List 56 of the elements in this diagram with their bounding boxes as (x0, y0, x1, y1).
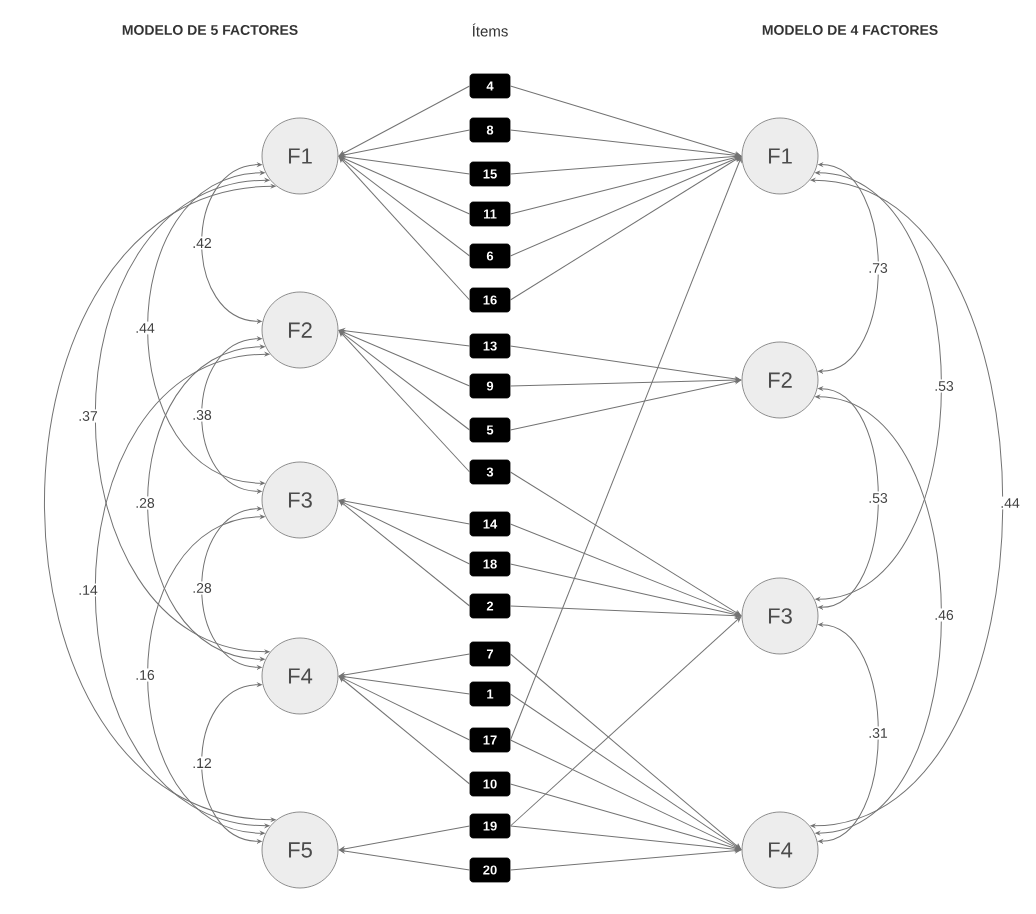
arrow (339, 498, 471, 525)
arrow (338, 500, 471, 607)
arrow (338, 156, 471, 301)
arrow (509, 156, 742, 301)
arrow (339, 129, 471, 158)
arrow (509, 693, 742, 850)
arrow (509, 155, 741, 215)
correlation-arc (147, 345, 265, 661)
arrow (339, 653, 471, 678)
arrow (339, 156, 471, 215)
correlation-arc (43, 184, 276, 822)
correlation-arc (147, 515, 265, 835)
arrow (339, 500, 471, 565)
correlation-arc (201, 336, 262, 494)
correlation-arc (810, 178, 1004, 828)
arrow (509, 85, 741, 157)
arrow (339, 154, 471, 175)
correlation-arc (815, 395, 942, 835)
arrow (339, 848, 471, 871)
arrow (509, 848, 741, 871)
arrow (509, 377, 741, 387)
arrow (509, 825, 741, 852)
arrow (509, 605, 741, 619)
correlation-arc (815, 171, 942, 601)
arrow (509, 378, 741, 431)
correlation-arc (94, 352, 270, 828)
correlation-arc (818, 386, 879, 610)
correlation-arc (818, 622, 879, 844)
arrow (339, 85, 471, 156)
arrow (339, 676, 471, 741)
arrow (509, 523, 741, 617)
arrow (338, 330, 471, 473)
arrow (338, 156, 471, 257)
arrow (509, 156, 742, 741)
arrow (509, 345, 741, 382)
arrow (509, 471, 742, 616)
arrow (509, 154, 741, 175)
arrow (339, 825, 471, 852)
correlation-arc (147, 171, 265, 485)
arrow (338, 676, 471, 785)
arrow (509, 653, 742, 850)
arrow (509, 783, 741, 851)
arrow (509, 129, 741, 158)
arrow (509, 616, 742, 827)
correlation-arc (201, 682, 262, 844)
arrow (339, 328, 471, 347)
correlation-arc (818, 162, 879, 374)
arrow (339, 329, 471, 387)
arrow (338, 330, 471, 431)
correlation-arc (201, 162, 262, 324)
arrow (509, 563, 741, 618)
arrow (339, 674, 471, 695)
arrow (509, 739, 741, 850)
correlation-arc (94, 178, 270, 654)
arrow (509, 156, 741, 257)
correlation-arc (201, 506, 262, 670)
